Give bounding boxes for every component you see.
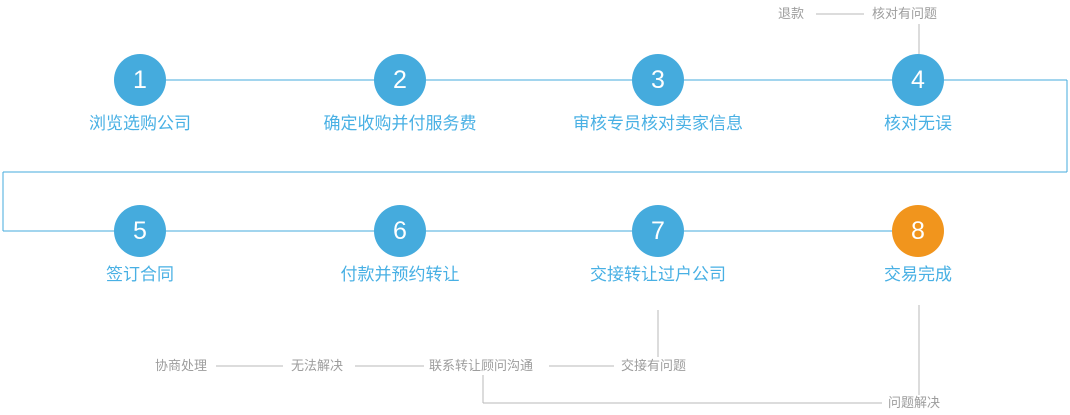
step-number-3: 3 xyxy=(632,54,684,106)
step-label-2: 确定收购并付服务费 xyxy=(323,114,477,133)
step-label-1: 浏览选购公司 xyxy=(89,114,191,133)
step-label-6: 付款并预约转让 xyxy=(340,265,460,284)
annotation-cannot-resolve: 无法解决 xyxy=(288,358,347,374)
step-label-8: 交易完成 xyxy=(884,265,952,284)
step-number-4: 4 xyxy=(892,54,944,106)
step-label-7: 交接转让过户公司 xyxy=(590,265,726,284)
step-number-1: 1 xyxy=(114,54,166,106)
annotation-check-has-problem: 核对有问题 xyxy=(869,6,941,22)
annotation-refund: 退款 xyxy=(775,6,808,22)
step-number-8: 8 xyxy=(892,205,944,257)
step-number-6: 6 xyxy=(374,205,426,257)
step-label-3: 审核专员核对卖家信息 xyxy=(573,114,743,133)
step-number-5: 5 xyxy=(114,205,166,257)
step-label-5: 签订合同 xyxy=(106,265,174,284)
step-number-2: 2 xyxy=(374,54,426,106)
step-number-7: 7 xyxy=(632,205,684,257)
annotation-negotiate: 协商处理 xyxy=(152,358,211,374)
annotation-problem-resolved: 问题解决 xyxy=(885,395,944,411)
step-label-4: 核对无误 xyxy=(884,114,952,133)
annotation-contact-advisor: 联系转让顾问沟通 xyxy=(426,358,537,374)
annotation-handover-has-problem: 交接有问题 xyxy=(618,358,690,374)
